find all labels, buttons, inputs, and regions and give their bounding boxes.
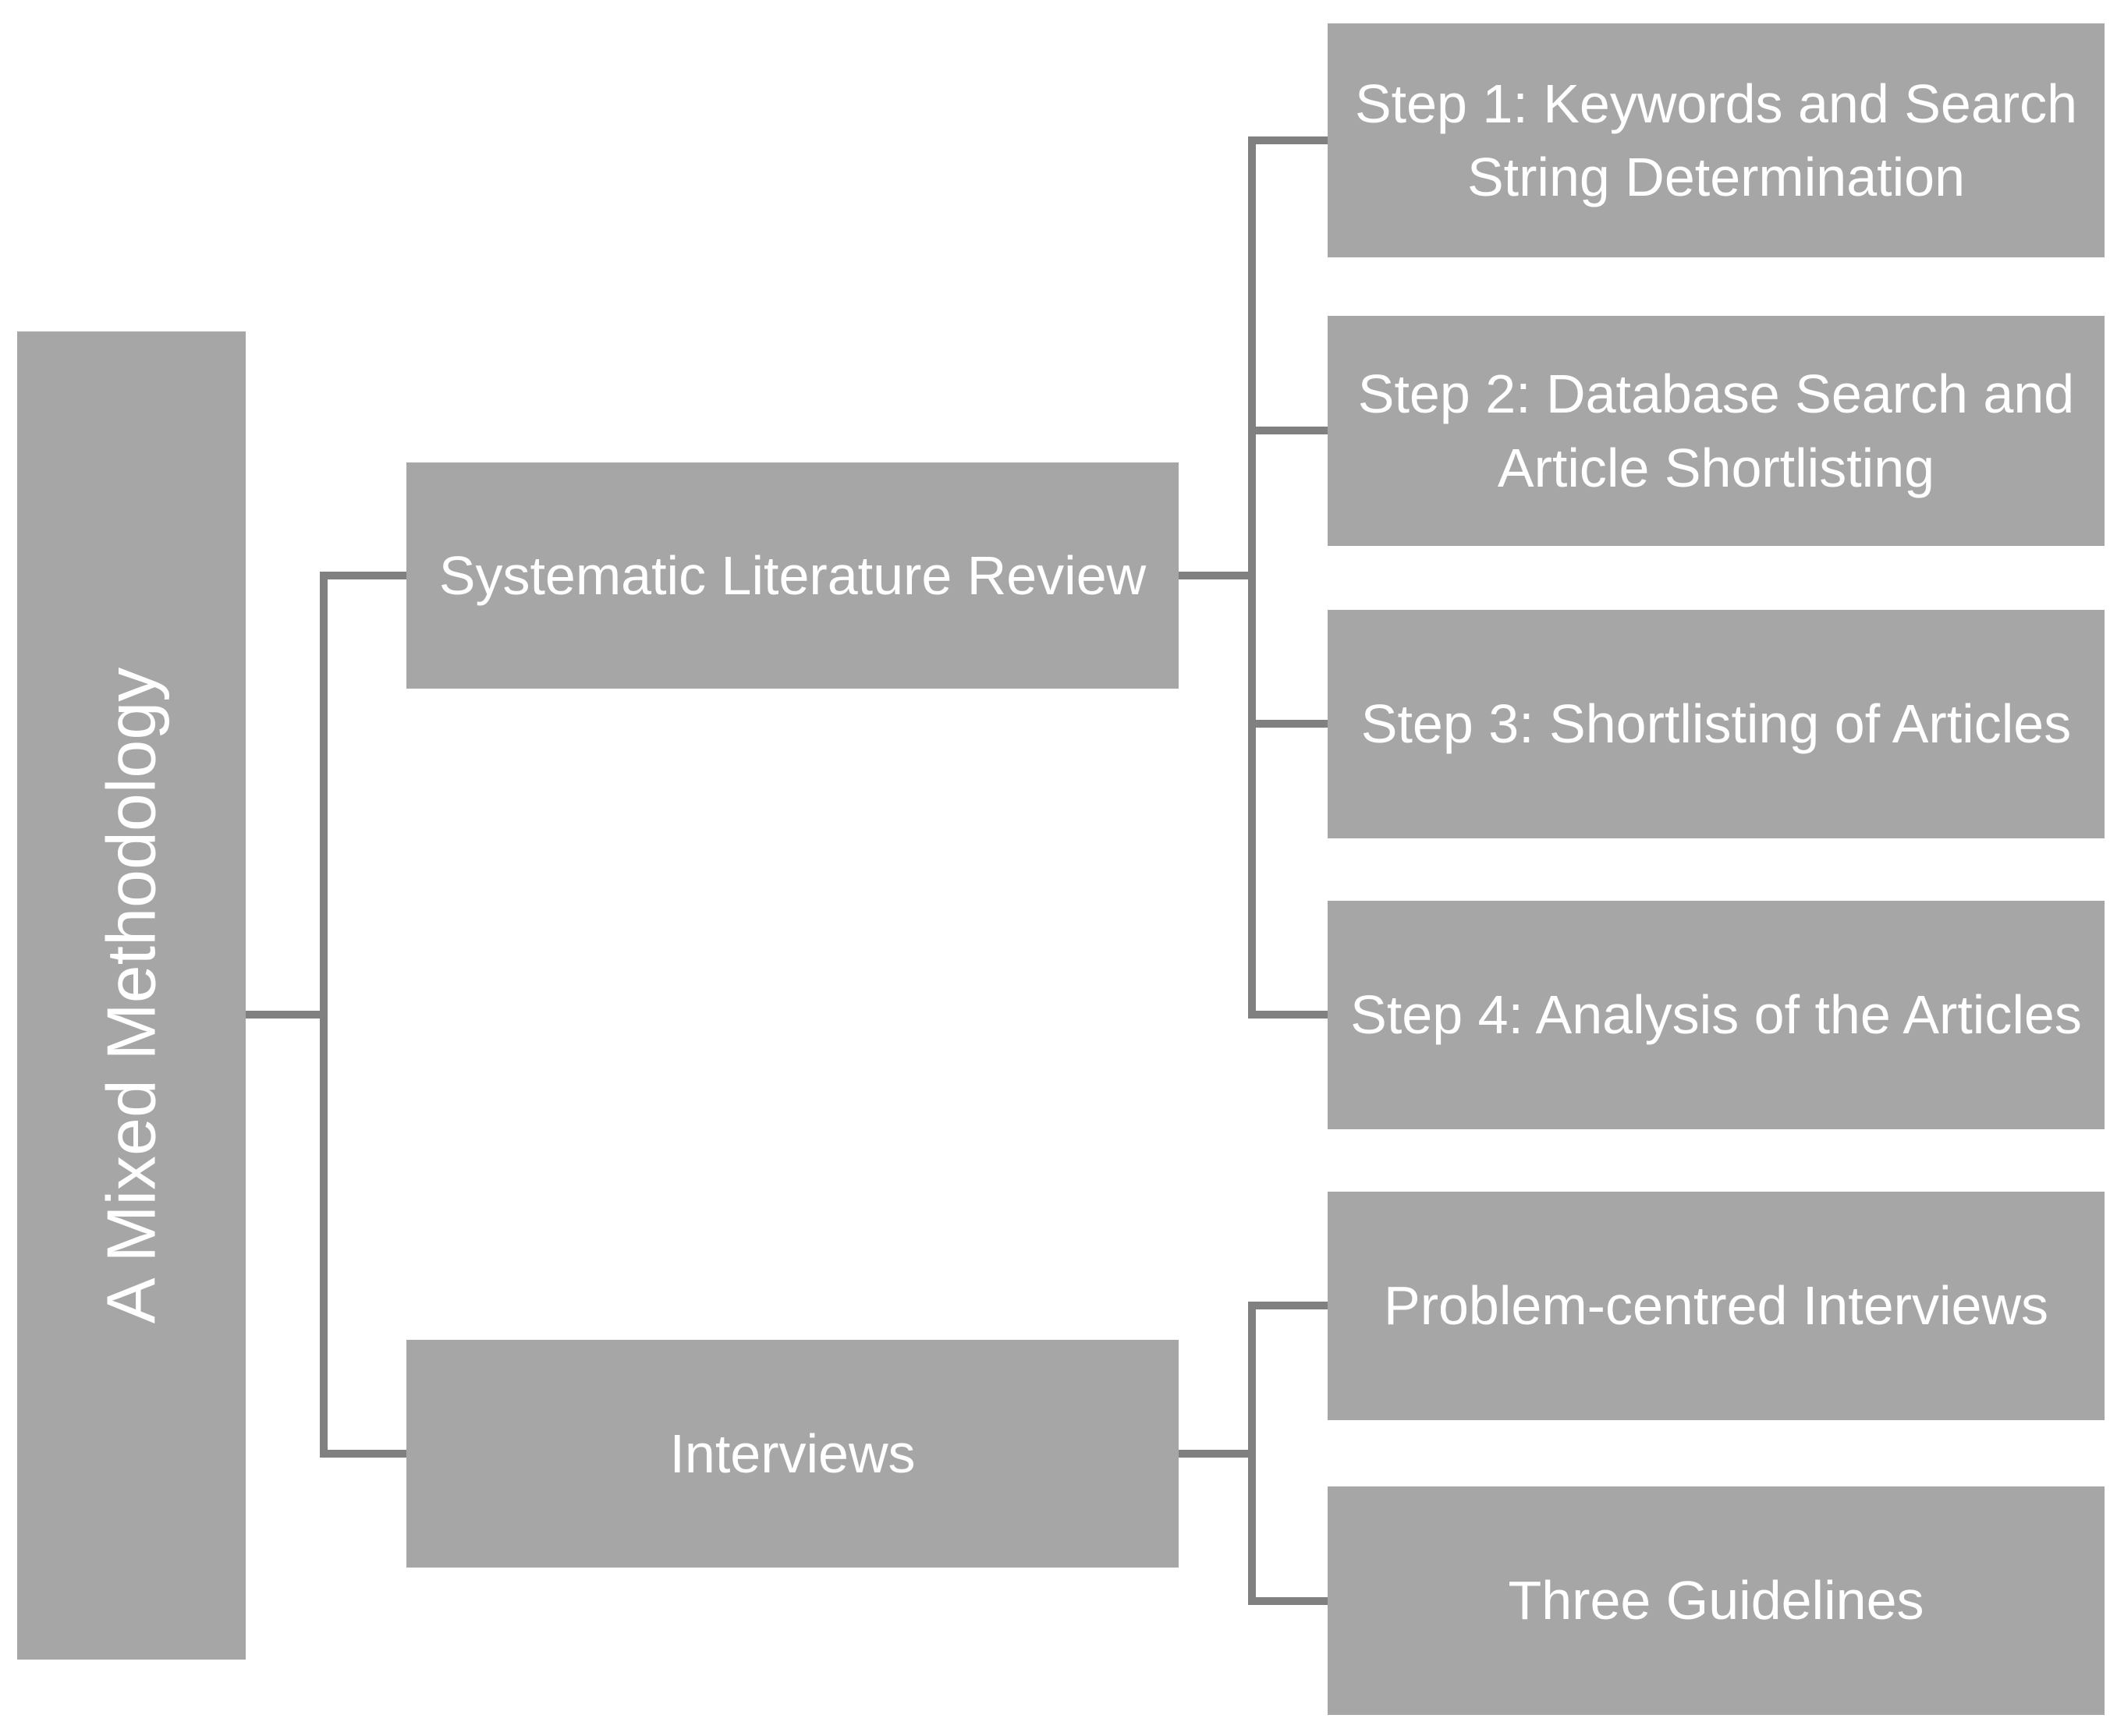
leaf-node-step-4: Step 4: Analysis of the Articles — [1328, 901, 2105, 1129]
root-node-mixed-methodology: A Mixed Methodology — [17, 331, 246, 1660]
branch-node-systematic-literature-review: Systematic Literature Review — [406, 462, 1179, 689]
connector-root-to-slr — [320, 572, 406, 579]
leaf-node-label: Problem-centred Interviews — [1384, 1275, 2048, 1337]
leaf-node-step-2: Step 2: Database Search and Article Shor… — [1328, 316, 2105, 546]
connector-to-step-1 — [1248, 136, 1328, 144]
leaf-node-step-3: Step 3: Shortlisting of Articles — [1328, 610, 2105, 838]
leaf-node-problem-centred-interviews: Problem-centred Interviews — [1328, 1192, 2105, 1420]
branch-node-interviews: Interviews — [406, 1340, 1179, 1568]
leaf-node-label: Step 1: Keywords and Search String Deter… — [1354, 73, 2078, 208]
leaf-node-label: Three Guidelines — [1508, 1570, 1924, 1631]
connector-to-problem-centred-interviews — [1248, 1302, 1328, 1309]
connector-root-stub — [246, 1011, 324, 1019]
connector-to-step-3 — [1248, 720, 1328, 728]
connector-to-step-4 — [1248, 1011, 1328, 1019]
connector-root-bracket-vertical — [320, 572, 328, 1458]
root-node-label: A Mixed Methodology — [92, 667, 170, 1324]
leaf-node-label: Step 2: Database Search and Article Shor… — [1357, 363, 2075, 498]
leaf-node-three-guidelines: Three Guidelines — [1328, 1486, 2105, 1715]
connector-to-three-guidelines — [1248, 1597, 1328, 1605]
branch-node-label: Interviews — [669, 1422, 916, 1484]
leaf-node-step-1: Step 1: Keywords and Search String Deter… — [1328, 23, 2105, 257]
connector-steps-bracket-vertical — [1248, 136, 1256, 1019]
leaf-node-label: Step 4: Analysis of the Articles — [1350, 984, 2082, 1046]
connector-interviews-bracket-vertical — [1248, 1302, 1256, 1605]
connector-interviews-stub — [1179, 1450, 1252, 1458]
connector-root-to-interviews — [320, 1450, 406, 1458]
connector-slr-stub — [1179, 572, 1252, 579]
leaf-node-label: Step 3: Shortlisting of Articles — [1360, 693, 2072, 755]
branch-node-label: Systematic Literature Review — [438, 544, 1147, 606]
connector-to-step-2 — [1248, 427, 1328, 434]
